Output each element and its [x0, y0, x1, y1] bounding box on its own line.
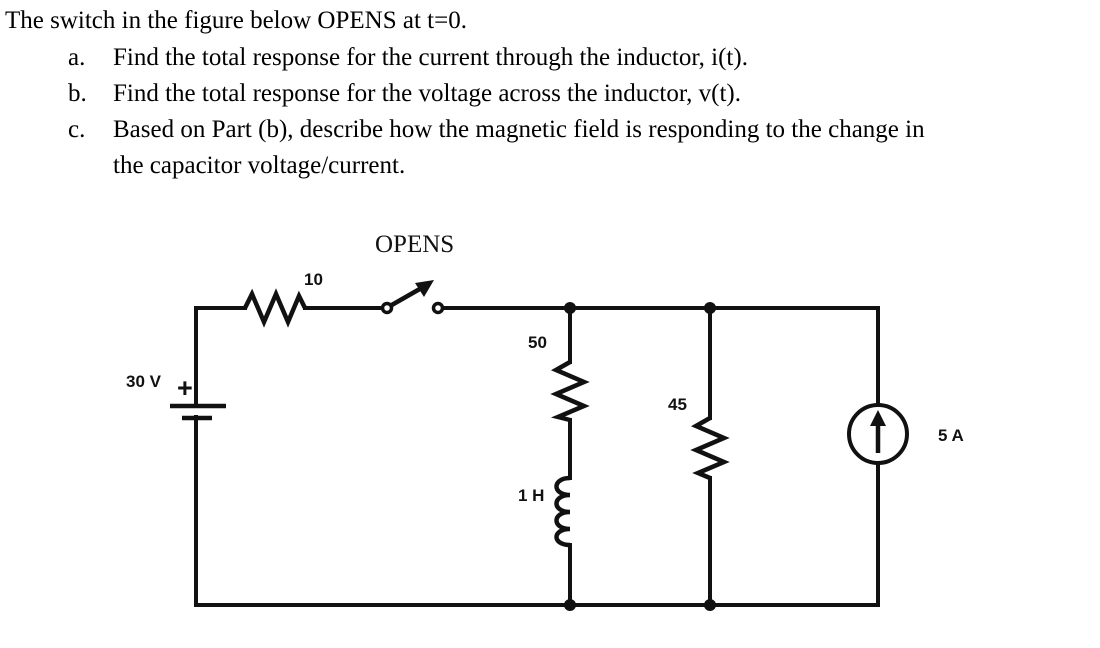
list-marker-c: c. [68, 116, 86, 143]
list-item: b. Find the total response for the volta… [0, 78, 1100, 114]
junction-dot-top-50 [564, 302, 576, 314]
source-voltage-label: 30 V [126, 372, 162, 391]
switch-label: OPENS [375, 231, 454, 258]
list-marker-a: a. [68, 44, 86, 71]
junction-dot-bottom-45 [704, 599, 716, 611]
switch-node-right[interactable] [431, 301, 445, 315]
switch-arrowhead [415, 280, 434, 297]
list-item-continuation: the capacitor voltage/current. [0, 150, 1100, 186]
resistor-50-symbol [550, 360, 590, 423]
resistor-10-label: 10 [304, 270, 323, 289]
source-polarity-label: + [177, 373, 193, 403]
junction-dot-top-45 [704, 302, 716, 314]
problem-stem: The switch in the figure below OPENS at … [5, 7, 467, 34]
current-source-circle [847, 403, 909, 465]
list-text-c: Based on Part (b), describe how the magn… [113, 116, 925, 143]
list-item: a. Find the total response for the curre… [0, 42, 1100, 78]
switch-node-left[interactable] [380, 301, 394, 315]
circuit-diagram: OPENS 10 30 V + 50 1 H 45 5 A [0, 210, 1100, 648]
resistor-45-symbol [690, 416, 730, 481]
inductor-symbol [554, 475, 571, 548]
current-source-label: 5 A [938, 426, 964, 445]
list-text-a: Find the total response for the current … [113, 44, 748, 71]
list-text-b: Find the total response for the voltage … [113, 80, 742, 107]
inductor-label: 1 H [518, 486, 544, 505]
list-marker-b: b. [68, 80, 87, 107]
current-source-arrowhead [870, 410, 886, 426]
list-item: c. Based on Part (b), describe how the m… [0, 114, 1100, 150]
resistor-45-label: 45 [668, 395, 687, 414]
junction-dot-bottom-50 [564, 599, 576, 611]
problem-parts-list: a. Find the total response for the curre… [0, 42, 1100, 186]
resistor-10-symbol [242, 288, 308, 328]
resistor-50-label: 50 [528, 333, 547, 352]
list-text-c-continuation: the capacitor voltage/current. [113, 152, 406, 179]
